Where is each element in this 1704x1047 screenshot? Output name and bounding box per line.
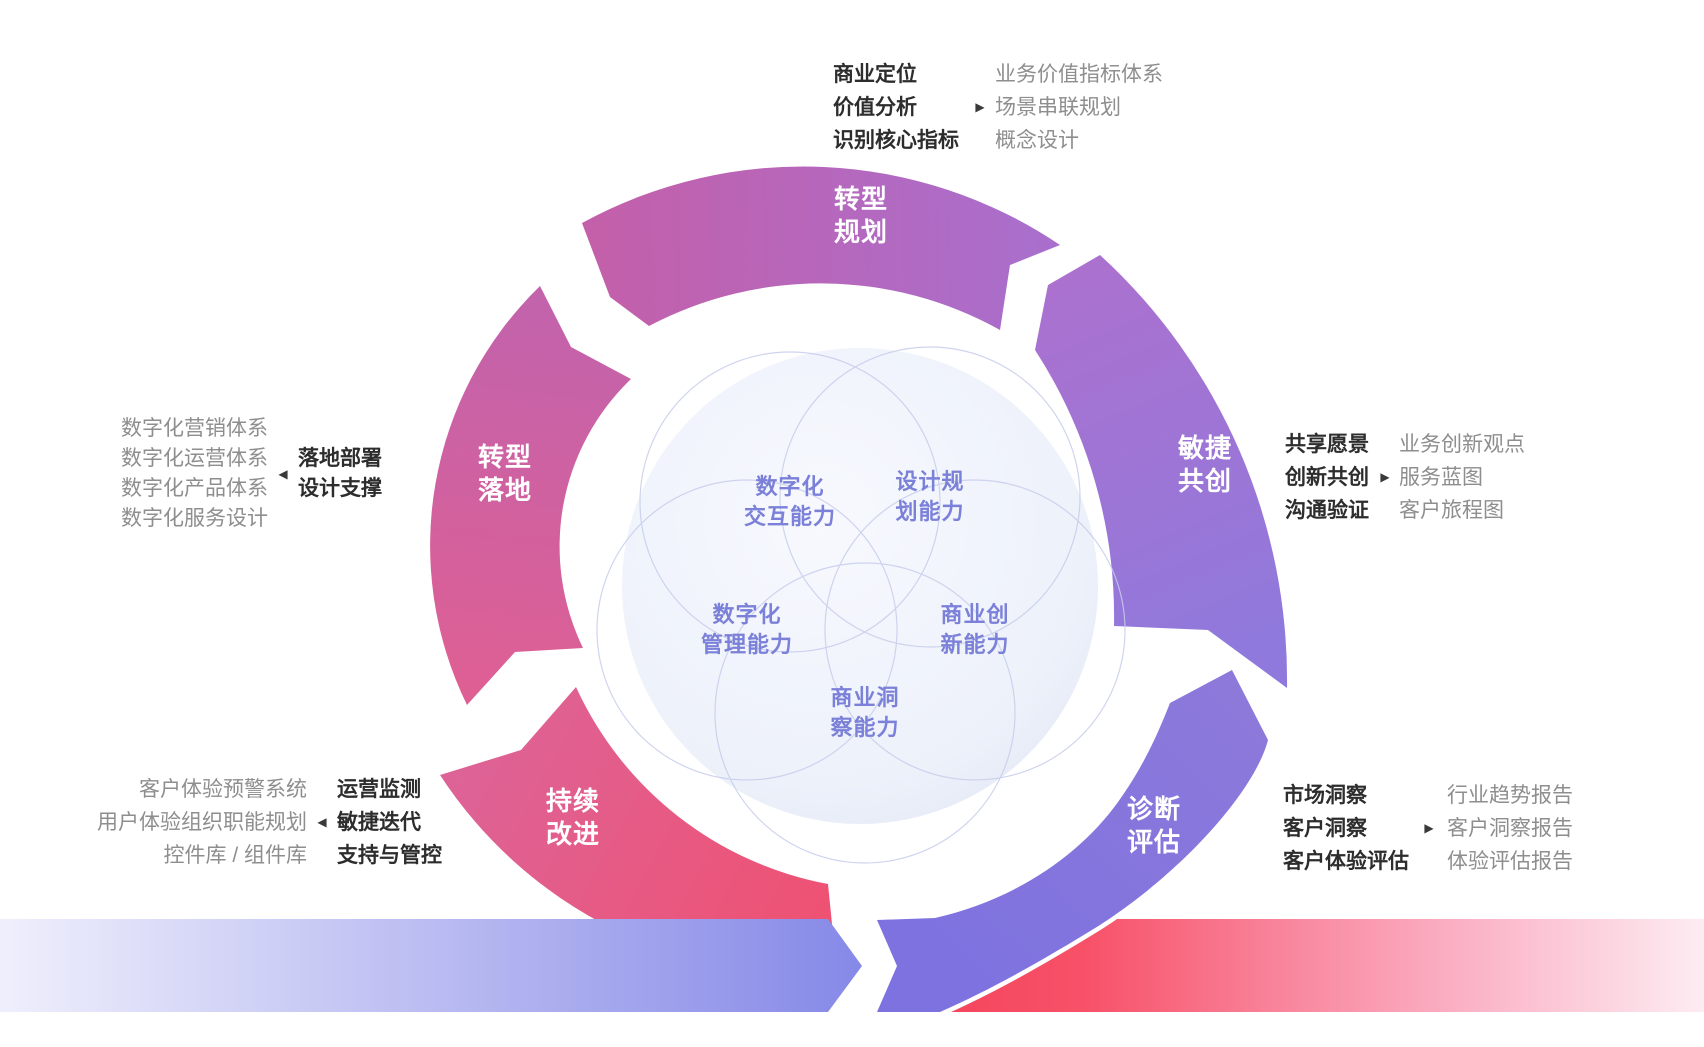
ring-label-line: 敏捷 xyxy=(1177,433,1233,463)
activity-list: 市场洞察 客户洞察 客户体验评估 xyxy=(1283,779,1411,878)
capability-digital-management: 数字化 管理能力 xyxy=(701,600,793,660)
flow-bar-entry xyxy=(0,919,862,1012)
activity-item: 设计支撑 xyxy=(298,477,382,500)
activity-item: 创新共创 xyxy=(1285,466,1369,489)
capability-sphere xyxy=(622,348,1098,824)
activity-list: 落地部署 设计支撑 xyxy=(298,414,382,504)
petal-circle xyxy=(714,562,1016,864)
capability-line: 交互能力 xyxy=(743,504,837,529)
capability-line: 察能力 xyxy=(830,715,900,740)
capability-business-innovation: 商业创 新能力 xyxy=(940,600,1009,660)
capability-digital-interaction: 数字化 交互能力 xyxy=(744,472,836,532)
deliverable-item: 数字化营销体系 xyxy=(121,417,268,440)
ring-label-line: 规划 xyxy=(833,217,889,247)
deliverable-list: 数字化营销体系 数字化运营体系 数字化产品体系 数字化服务设计 xyxy=(114,414,268,534)
ring-label-continuous-improvement: 持续 改进 xyxy=(546,785,600,851)
ring-label-transformation-planning: 转型 规划 xyxy=(834,183,888,249)
arrow-right-icon: ▶ xyxy=(1371,428,1399,527)
activity-item: 商业定位 xyxy=(833,63,917,86)
activity-list: 共享愿景 创新共创 沟通验证 xyxy=(1285,428,1371,527)
deliverable-item: 业务创新观点 xyxy=(1399,433,1525,456)
ring-label-transformation-landing: 转型 落地 xyxy=(478,441,532,507)
annotation-transformation-planning: 商业定位 价值分析 识别核心指标 ▶ 业务价值指标体系 场景串联规划 概念设计 xyxy=(833,58,1163,157)
ring-label-line: 评估 xyxy=(1126,827,1182,857)
annotation-transformation-landing: 数字化营销体系 数字化运营体系 数字化产品体系 数字化服务设计 ◀ 落地部署 设… xyxy=(114,414,382,534)
deliverable-item: 客户旅程图 xyxy=(1399,499,1504,522)
ring-label-line: 改进 xyxy=(545,819,601,849)
ring-label-line: 共创 xyxy=(1177,466,1233,496)
petal-circle xyxy=(779,346,1081,648)
activity-list: 商业定位 价值分析 识别核心指标 xyxy=(833,58,965,157)
capability-design-planning: 设计规 划能力 xyxy=(895,467,964,527)
ring-label-line: 落地 xyxy=(477,475,533,505)
capability-line: 新能力 xyxy=(940,632,1010,657)
arrow-left-icon: ◀ xyxy=(268,414,298,534)
ring-segment-agile-cocreation xyxy=(1035,255,1288,688)
activity-item: 客户体验评估 xyxy=(1283,850,1409,873)
deliverable-item: 数字化服务设计 xyxy=(121,507,268,530)
deliverable-list: 客户体验预警系统 用户体验组织职能规划 控件库 / 组件库 xyxy=(95,773,307,872)
ring-segment-diagnosis-evaluation xyxy=(872,665,1273,1017)
capability-line: 管理能力 xyxy=(700,632,794,657)
arrow-right-icon: ▶ xyxy=(1411,779,1447,878)
activity-item: 识别核心指标 xyxy=(833,129,959,152)
capability-petal-circles xyxy=(596,346,1126,864)
deliverable-item: 客户洞察报告 xyxy=(1447,817,1573,840)
activity-item: 运营监测 xyxy=(337,778,421,801)
activity-item: 市场洞察 xyxy=(1283,784,1367,807)
deliverable-item: 行业趋势报告 xyxy=(1447,784,1573,807)
capability-line: 数字化 xyxy=(712,602,782,627)
deliverable-item: 控件库 / 组件库 xyxy=(163,844,307,867)
capability-line: 设计规 xyxy=(895,469,965,494)
deliverable-item: 场景串联规划 xyxy=(995,96,1121,119)
deliverable-item: 体验评估报告 xyxy=(1447,850,1573,873)
deliverable-item: 业务价值指标体系 xyxy=(995,63,1163,86)
ring-segment-transformation-landing xyxy=(430,286,631,705)
annotation-continuous-improvement: 客户体验预警系统 用户体验组织职能规划 控件库 / 组件库 ◀ 运营监测 敏捷迭… xyxy=(95,773,442,872)
ring-label-diagnosis-evaluation: 诊断 评估 xyxy=(1127,793,1181,859)
ring-label-line: 诊断 xyxy=(1126,794,1182,824)
arrow-glyph: ▶ xyxy=(975,100,985,114)
annotation-agile-cocreation: 共享愿景 创新共创 沟通验证 ▶ 业务创新观点 服务蓝图 客户旅程图 xyxy=(1285,428,1525,527)
arrow-left-icon: ◀ xyxy=(307,773,337,872)
arrow-glyph: ▶ xyxy=(1424,821,1434,835)
activity-item: 沟通验证 xyxy=(1285,499,1369,522)
deliverable-item: 数字化产品体系 xyxy=(121,477,268,500)
arrow-glyph: ▶ xyxy=(1380,470,1390,484)
deliverable-item: 服务蓝图 xyxy=(1399,466,1483,489)
arrow-glyph: ◀ xyxy=(278,467,288,481)
deliverable-item: 客户体验预警系统 xyxy=(139,778,307,801)
ring-segment-transformation-planning xyxy=(582,166,1060,330)
capability-business-insight: 商业洞 察能力 xyxy=(830,683,899,743)
petal-circle xyxy=(824,479,1126,781)
capability-line: 数字化 xyxy=(755,474,825,499)
deliverable-list: 行业趋势报告 客户洞察报告 体验评估报告 xyxy=(1447,779,1573,878)
petal-circle xyxy=(639,351,941,653)
capability-line: 商业洞 xyxy=(830,685,900,710)
ring-label-line: 转型 xyxy=(477,442,533,472)
activity-list: 运营监测 敏捷迭代 支持与管控 xyxy=(337,773,442,872)
capability-line: 划能力 xyxy=(895,499,965,524)
deliverable-item: 用户体验组织职能规划 xyxy=(97,811,307,834)
deliverable-item: 概念设计 xyxy=(995,129,1079,152)
capability-line: 商业创 xyxy=(940,602,1010,627)
ring-label-line: 持续 xyxy=(545,786,601,816)
deliverable-item: 数字化运营体系 xyxy=(121,447,268,470)
deliverable-list: 业务价值指标体系 场景串联规划 概念设计 xyxy=(995,58,1163,157)
activity-item: 敏捷迭代 xyxy=(337,811,421,834)
activity-item: 客户洞察 xyxy=(1283,817,1367,840)
ring-label-agile-cocreation: 敏捷 共创 xyxy=(1178,432,1232,498)
arrow-glyph: ◀ xyxy=(317,815,327,829)
activity-item: 支持与管控 xyxy=(337,844,442,867)
activity-item: 共享愿景 xyxy=(1285,433,1369,456)
arrow-right-icon: ▶ xyxy=(965,58,995,157)
petal-circle xyxy=(596,479,898,781)
ring-label-line: 转型 xyxy=(833,184,889,214)
activity-item: 价值分析 xyxy=(833,96,917,119)
annotation-diagnosis-evaluation: 市场洞察 客户洞察 客户体验评估 ▶ 行业趋势报告 客户洞察报告 体验评估报告 xyxy=(1283,779,1573,878)
activity-item: 落地部署 xyxy=(298,447,382,470)
deliverable-list: 业务创新观点 服务蓝图 客户旅程图 xyxy=(1399,428,1525,527)
ring-segment-continuous-improvement xyxy=(440,687,837,975)
